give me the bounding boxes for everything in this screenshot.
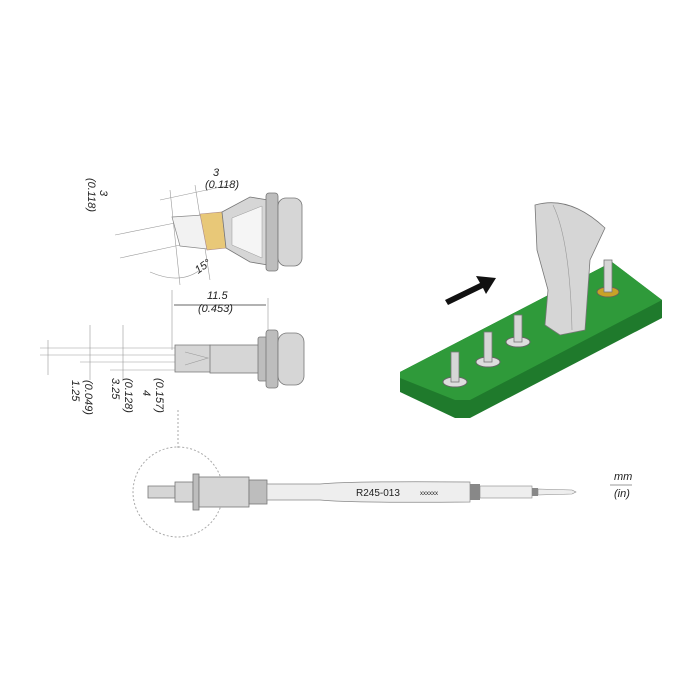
dim1-mm: 1.25: [69, 380, 81, 402]
top-length-in: (0.118): [85, 178, 97, 212]
top-width-in: (0.118): [205, 179, 239, 191]
direction-arrow-icon: [445, 276, 496, 305]
full-tip: R245-013 xxxxxx: [132, 446, 577, 538]
dim3-in: (0.157): [153, 378, 165, 413]
dim2-in: (0.128): [122, 378, 134, 413]
pcb-illustration: [400, 202, 662, 418]
top-view-tip: 3 (0.118) (0.118) 3 15°: [85, 167, 303, 286]
side-length-mm: 11.5: [207, 290, 228, 302]
dim3-mm: 4: [140, 390, 152, 396]
side-view-tip: 11.5 (0.453) 1.25 (0.049) 3.25 (0.128) 4…: [40, 290, 305, 450]
dim1-in: (0.049): [82, 380, 94, 415]
angle-label: 15°: [193, 257, 214, 277]
top-width-mm: 3: [213, 167, 220, 179]
batch-code: xxxxxx: [420, 491, 438, 497]
dim2-mm: 3.25: [109, 378, 121, 400]
soldering-tip-illustration: [534, 202, 606, 336]
top-length-mm: 3: [97, 190, 109, 197]
unit-in: (in): [614, 488, 630, 500]
part-number: R245-013: [356, 488, 400, 499]
unit-mm: mm: [614, 471, 632, 483]
side-length-in: (0.453): [198, 303, 233, 315]
